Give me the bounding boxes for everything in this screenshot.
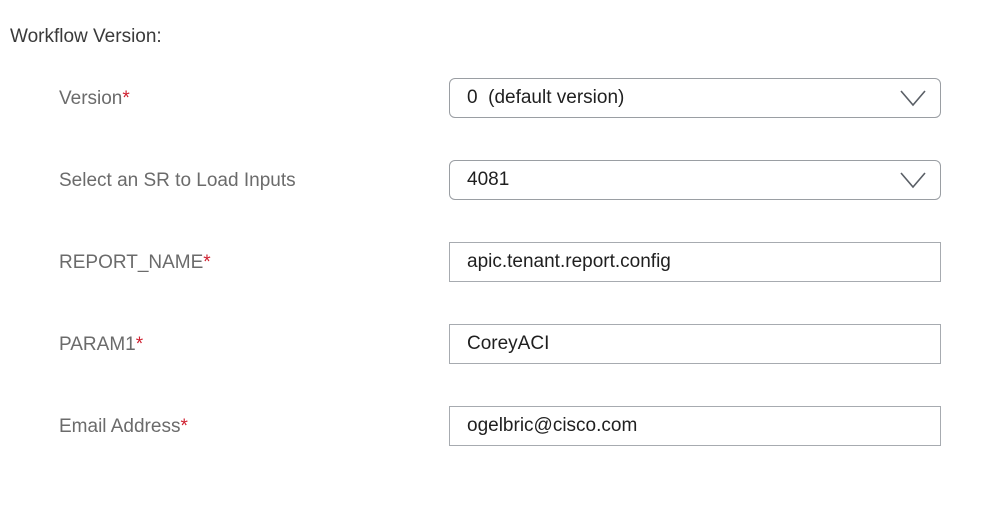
version-label: Version* xyxy=(59,78,130,120)
required-asterisk: * xyxy=(122,88,130,109)
sr-select[interactable]: 4081 xyxy=(449,160,941,200)
param1-label: PARAM1* xyxy=(59,324,143,366)
sr-field-row: Select an SR to Load Inputs 4081 xyxy=(0,160,999,202)
required-asterisk: * xyxy=(180,416,188,437)
report-name-input[interactable]: apic.tenant.report.config xyxy=(449,242,941,282)
version-select[interactable]: 0 (default version) xyxy=(449,78,941,118)
email-label: Email Address* xyxy=(59,406,188,448)
version-field-row: Version* 0 (default version) xyxy=(0,78,999,120)
section-title: Workflow Version: xyxy=(10,26,162,47)
report-name-input-value: apic.tenant.report.config xyxy=(467,251,671,272)
version-label-text: Version xyxy=(59,88,123,109)
chevron-down-icon[interactable] xyxy=(900,171,926,189)
param1-input[interactable]: CoreyACI xyxy=(449,324,941,364)
sr-select-value: 4081 xyxy=(467,169,510,190)
param1-field-row: PARAM1* CoreyACI xyxy=(0,324,999,366)
param1-input-value: CoreyACI xyxy=(467,333,550,354)
email-label-text: Email Address xyxy=(59,416,181,437)
email-input-value: ogelbric@cisco.com xyxy=(467,415,638,436)
required-asterisk: * xyxy=(135,334,144,355)
report-name-label-text: REPORT_NAME xyxy=(59,252,204,273)
version-select-value: 0 (default version) xyxy=(467,87,625,108)
param1-label-text: PARAM1 xyxy=(59,334,136,355)
required-asterisk: * xyxy=(203,252,211,273)
chevron-down-icon[interactable] xyxy=(900,89,926,107)
report-name-field-row: REPORT_NAME* apic.tenant.report.config xyxy=(0,242,999,284)
sr-label: Select an SR to Load Inputs xyxy=(59,160,296,202)
email-input[interactable]: ogelbric@cisco.com xyxy=(449,406,941,446)
email-field-row: Email Address* ogelbric@cisco.com xyxy=(0,406,999,448)
report-name-label: REPORT_NAME* xyxy=(59,242,211,284)
sr-label-text: Select an SR to Load Inputs xyxy=(59,170,296,191)
